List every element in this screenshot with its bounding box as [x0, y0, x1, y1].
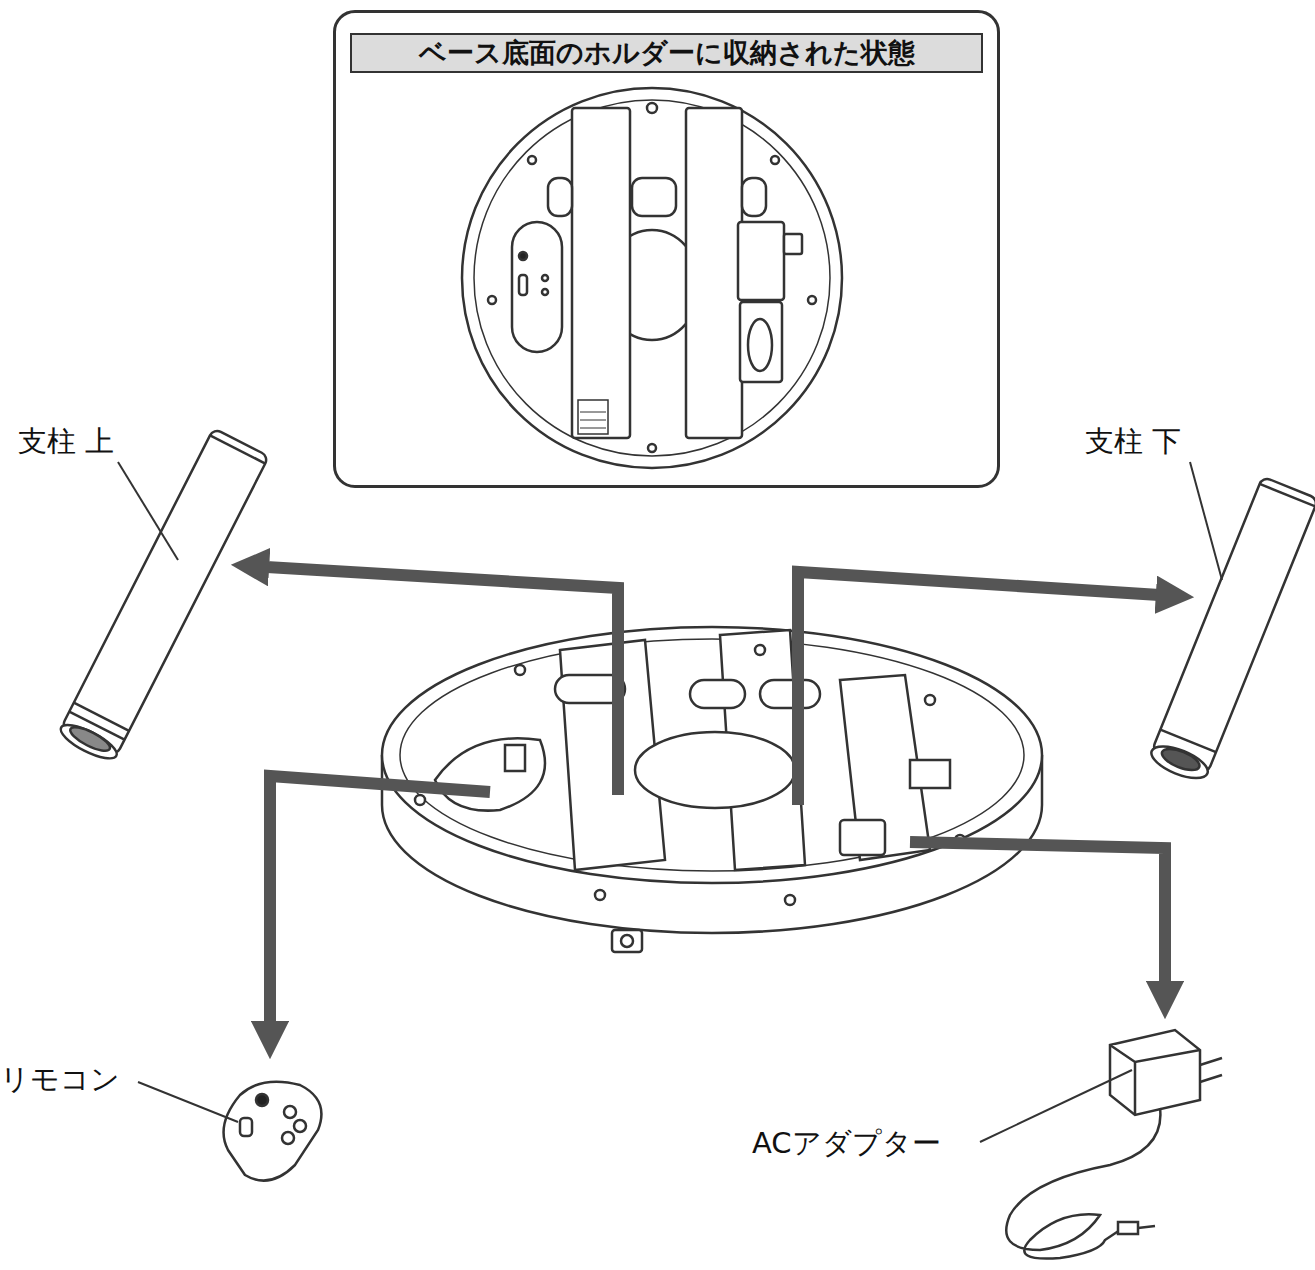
- part-name: リモコン: [0, 1062, 120, 1096]
- ac-adapter: [1006, 1030, 1222, 1259]
- part-name: ACアダプター: [752, 1126, 941, 1160]
- remote-control: [224, 1082, 322, 1181]
- pillar-lower: [1147, 477, 1315, 785]
- part-name: 支柱 上: [18, 424, 114, 458]
- inset-box: ベース底面のホルダーに収納された状態: [333, 10, 1000, 488]
- pillar-upper: [57, 428, 269, 764]
- base-bottom-view: [462, 88, 842, 468]
- removal-arrow: [250, 566, 1175, 1040]
- leader-line: [118, 462, 1222, 1142]
- part-name: 支柱 下: [1085, 424, 1181, 458]
- inset-heading: ベース底面のホルダーに収納された状態: [350, 33, 983, 73]
